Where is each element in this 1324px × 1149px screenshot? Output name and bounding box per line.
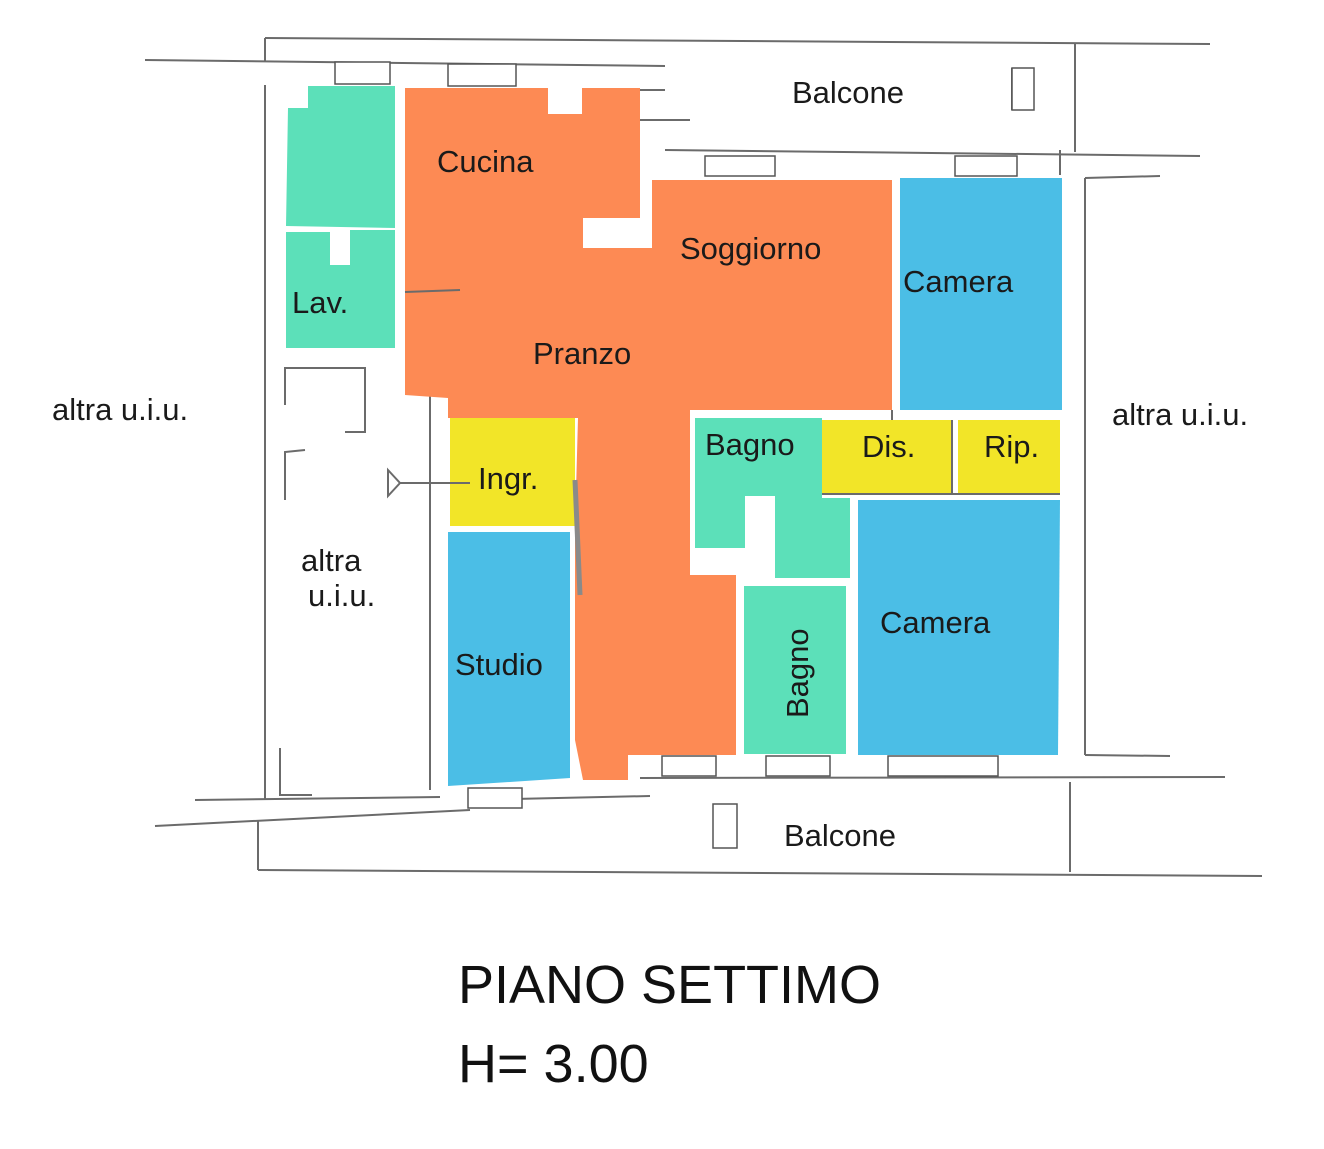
room-bagno-bottom [744, 586, 846, 754]
ceiling-height: H= 3.00 [458, 1034, 649, 1094]
label-camera-bottom: Camera [880, 605, 991, 640]
label-altra-inner-1: altra [301, 543, 362, 578]
label-altra-left: altra u.i.u. [52, 392, 188, 427]
label-bagno-top: Bagno [705, 427, 795, 462]
label-rip: Rip. [984, 429, 1039, 464]
label-studio: Studio [455, 647, 543, 682]
windows [334, 61, 1018, 809]
room-labels: Balcone Cucina Soggiorno Camera Lav. Pra… [52, 75, 1248, 853]
room-camera-bottom [858, 500, 1060, 755]
room-kitchen-living [405, 88, 892, 780]
room-lav [286, 86, 395, 348]
label-balcone-bottom: Balcone [784, 818, 896, 853]
label-altra-inner-2: u.i.u. [308, 578, 375, 613]
room-bagno-top [695, 418, 850, 578]
label-camera-top: Camera [903, 264, 1014, 299]
label-lav: Lav. [292, 285, 348, 320]
room-dis [822, 420, 952, 494]
room-studio [448, 532, 570, 786]
interior-details [279, 67, 1060, 849]
room-ingr [450, 418, 575, 526]
label-altra-right: altra u.i.u. [1112, 397, 1248, 432]
label-cucina: Cucina [437, 144, 534, 179]
label-balcone-top: Balcone [792, 75, 904, 110]
label-soggiorno: Soggiorno [680, 231, 821, 266]
room-camera-top [900, 178, 1062, 410]
label-pranzo: Pranzo [533, 336, 631, 371]
room-rip [958, 420, 1060, 494]
floor-title: PIANO SETTIMO [458, 955, 882, 1015]
label-bagno-bottom: Bagno [780, 628, 815, 718]
label-dis: Dis. [862, 429, 915, 464]
building-walls [144, 37, 1263, 877]
label-ingr: Ingr. [478, 461, 538, 496]
rooms [286, 86, 1062, 786]
